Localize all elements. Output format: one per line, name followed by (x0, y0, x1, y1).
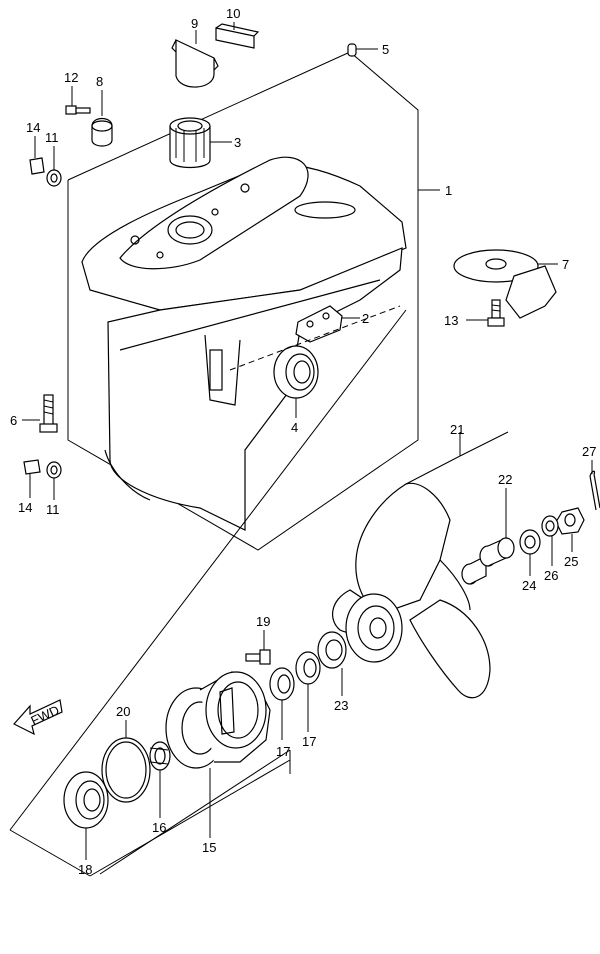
part-16 (149, 741, 171, 771)
part-4 (273, 345, 319, 399)
part-21 (332, 482, 491, 699)
part-22 (461, 537, 515, 585)
callout-17-b: 17 (302, 734, 316, 749)
fwd-arrow-icon (13, 699, 63, 736)
part-24 (519, 529, 541, 555)
callout-8: 8 (96, 74, 103, 89)
part-18 (63, 771, 109, 829)
part-14-lower (23, 459, 41, 475)
callout-11-upper: 11 (45, 130, 59, 145)
callout-9: 9 (191, 16, 198, 31)
callout-2: 2 (362, 311, 369, 326)
callout-26: 26 (544, 568, 558, 583)
callout-1: 1 (445, 183, 452, 198)
callout-4: 4 (291, 420, 298, 435)
part-5 (347, 43, 357, 57)
part-17-a (269, 667, 295, 701)
part-7 (453, 249, 557, 319)
fwd-label: FWD (28, 702, 61, 728)
callout-20: 20 (116, 704, 130, 719)
callout-14-upper: 14 (26, 120, 40, 135)
part-11-upper (46, 169, 62, 187)
part-26 (541, 515, 559, 537)
callout-12: 12 (64, 70, 78, 85)
callout-13: 13 (444, 313, 458, 328)
part-10 (215, 23, 260, 49)
callout-18: 18 (78, 862, 92, 877)
callout-24: 24 (522, 578, 536, 593)
part-3 (169, 117, 211, 169)
part-20 (101, 737, 151, 803)
part-19 (245, 649, 271, 665)
part-15 (165, 671, 271, 769)
callout-labels: 1 2 3 4 5 6 7 8 9 10 11 11 12 13 14 14 1… (10, 6, 596, 877)
callout-11-lower: 11 (46, 502, 60, 517)
callout-16: 16 (152, 820, 166, 835)
part-17-b (295, 651, 321, 685)
callout-27: 27 (582, 444, 596, 459)
callout-22: 22 (498, 472, 512, 487)
part-23 (317, 631, 347, 669)
callout-21: 21 (450, 422, 464, 437)
part-8 (91, 117, 113, 147)
part-9 (171, 39, 219, 88)
gear-case-housing (81, 156, 407, 531)
part-13 (487, 299, 505, 327)
part-25 (555, 507, 585, 535)
leader-lines (9, 22, 593, 877)
callout-15: 15 (202, 840, 216, 855)
callout-5: 5 (382, 42, 389, 57)
callout-10: 10 (226, 6, 240, 21)
callout-14-lower: 14 (18, 500, 32, 515)
part-6 (39, 394, 58, 433)
part-2 (295, 305, 343, 343)
callout-23: 23 (334, 698, 348, 713)
part-12 (65, 105, 91, 115)
part-27 (589, 470, 600, 511)
callout-17-a: 17 (276, 744, 290, 759)
callout-3: 3 (234, 135, 241, 150)
callout-6: 6 (10, 413, 17, 428)
callout-25: 25 (564, 554, 578, 569)
part-11-lower (46, 461, 62, 479)
part-14-upper (29, 157, 45, 175)
callout-7: 7 (562, 257, 569, 272)
callout-19: 19 (256, 614, 270, 629)
